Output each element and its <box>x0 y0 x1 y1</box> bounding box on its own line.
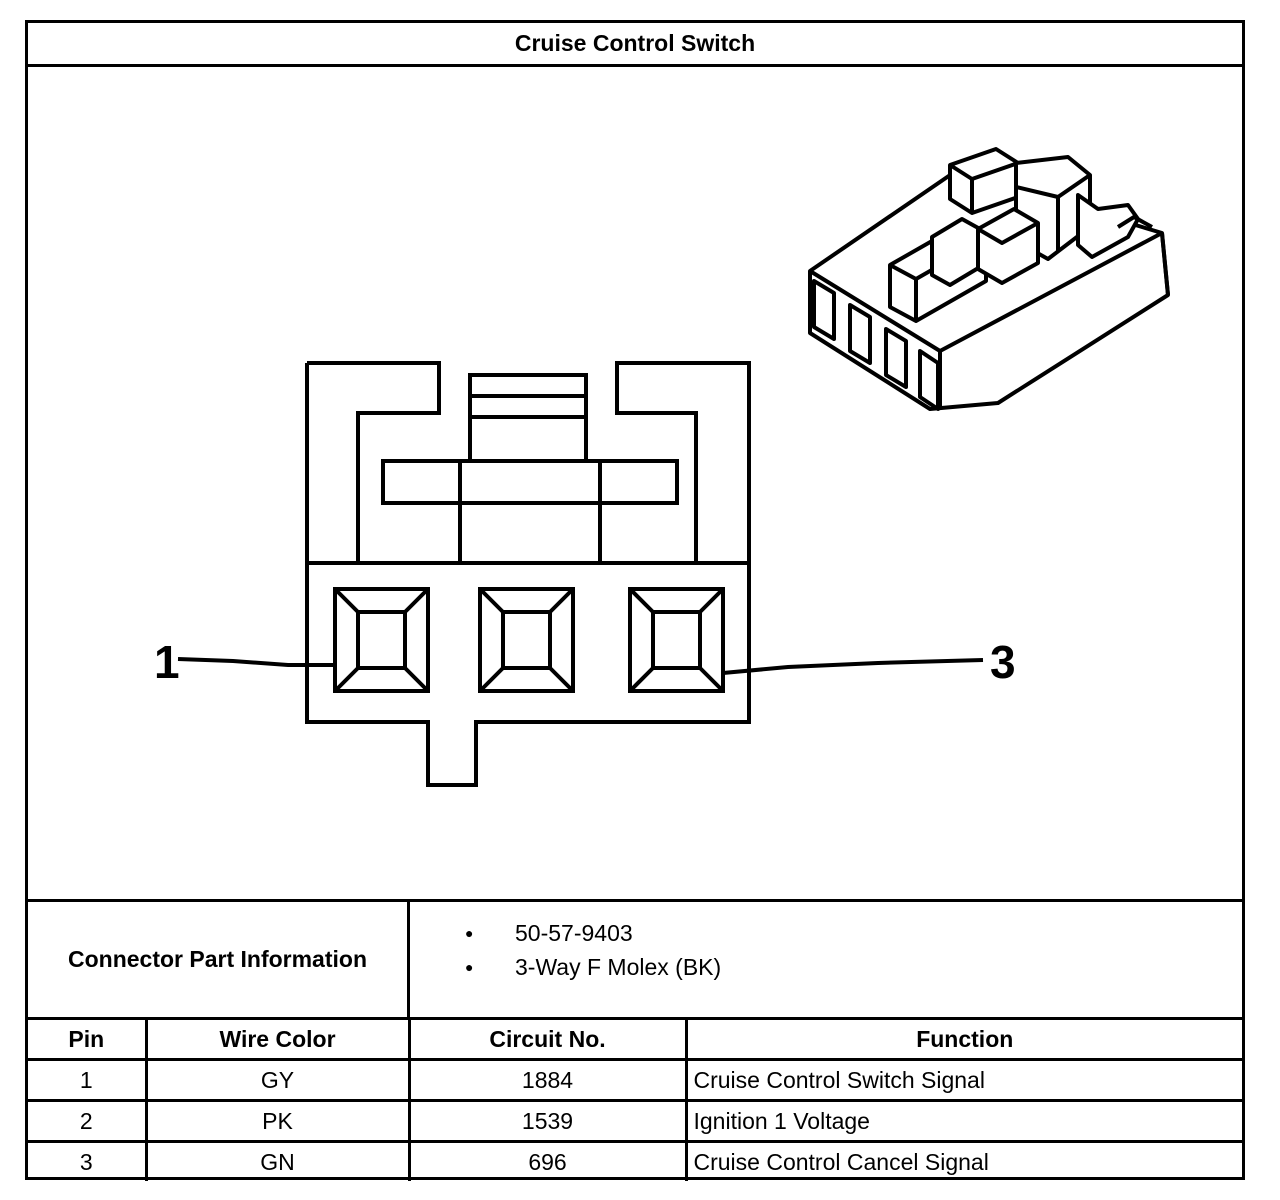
iso-terminal-b <box>848 303 872 365</box>
connector-part-info: Connector Part Information 50-57-9403 3-… <box>28 899 1242 1017</box>
connector-diagram: 1 3 <box>28 67 1242 899</box>
wire-color-cell: GY <box>144 1058 411 1102</box>
connector-iso-view <box>808 147 1170 411</box>
table-row: 3 GN 696 Cruise Control Cancel Signal <box>28 1140 1242 1181</box>
connector-face-outline <box>305 361 751 787</box>
pin1-leader <box>177 657 335 667</box>
function-cell: Ignition 1 Voltage <box>684 1099 1242 1143</box>
pin-table: Pin Wire Color Circuit No. Function 1 GY… <box>28 1017 1242 1181</box>
latch-neck <box>468 415 588 463</box>
terminal-cavity-3 <box>628 587 725 693</box>
circuit-cell: 1539 <box>407 1099 688 1143</box>
function-cell: Cruise Control Cancel Signal <box>684 1140 1242 1181</box>
header-pin: Pin <box>28 1017 148 1061</box>
pin-cell: 1 <box>28 1058 148 1102</box>
wire-color-cell: PK <box>144 1099 411 1143</box>
wire-color-cell: GN <box>144 1140 411 1181</box>
circuit-cell: 696 <box>407 1140 688 1181</box>
latch-bar <box>381 459 679 505</box>
header-circuit-no: Circuit No. <box>407 1017 688 1061</box>
connector-sheet: Cruise Control Switch <box>25 20 1245 1181</box>
pin1-callout: 1 <box>154 636 180 688</box>
terminal-cavity-1 <box>333 587 430 693</box>
iso-terminal-a <box>812 279 836 341</box>
header-function: Function <box>684 1017 1242 1061</box>
iso-terminal-d <box>918 349 940 411</box>
pin3-leader <box>722 658 984 675</box>
connector-description: 3-Way F Molex (BK) <box>410 950 1242 984</box>
pin-cell: 3 <box>28 1140 148 1181</box>
pin3-callout: 3 <box>990 636 1016 688</box>
header-wire-color: Wire Color <box>144 1017 411 1061</box>
circuit-cell: 1884 <box>407 1058 688 1102</box>
connector-info-list: 50-57-9403 3-Way F Molex (BK) <box>410 902 1242 1031</box>
connector-drawing: 1 3 <box>154 147 1170 787</box>
iso-terminal-c <box>884 327 908 389</box>
connector-info-label: Connector Part Information <box>28 902 410 1017</box>
function-cell: Cruise Control Switch Signal <box>684 1058 1242 1102</box>
pin-cell: 2 <box>28 1099 148 1143</box>
connector-part-number: 50-57-9403 <box>410 916 1242 950</box>
table-row: 1 GY 1884 Cruise Control Switch Signal <box>28 1058 1242 1102</box>
terminal-cavity-2 <box>478 587 575 693</box>
sheet-title: Cruise Control Switch <box>28 23 1242 67</box>
table-row: 2 PK 1539 Ignition 1 Voltage <box>28 1099 1242 1143</box>
pin-table-header: Pin Wire Color Circuit No. Function <box>28 1017 1242 1061</box>
